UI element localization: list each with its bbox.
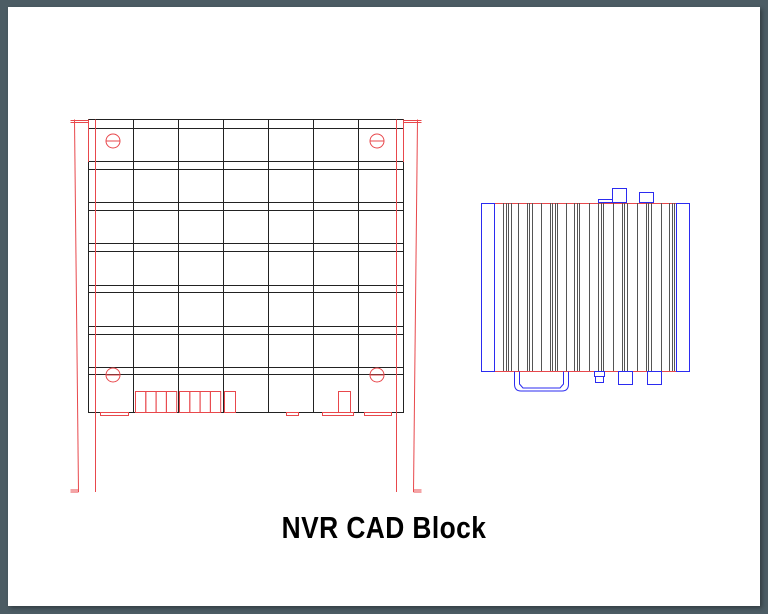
top-connector xyxy=(598,199,613,203)
foot-tab xyxy=(322,412,354,416)
left-rack-ear xyxy=(70,119,96,493)
right-rack-ear xyxy=(396,119,422,493)
port-connector xyxy=(199,391,211,413)
side-view xyxy=(481,188,690,392)
foot-tab xyxy=(100,412,129,416)
port-connector xyxy=(135,391,147,413)
bottom-connector xyxy=(594,371,605,377)
port-connector xyxy=(179,391,191,413)
bottom-handle xyxy=(514,371,569,392)
foot-tab xyxy=(286,412,299,416)
port-connector xyxy=(338,391,351,413)
bottom-connector xyxy=(595,376,604,383)
bottom-foot xyxy=(618,371,633,385)
port-connector xyxy=(155,391,167,413)
port-connector xyxy=(189,391,201,413)
port-connector xyxy=(209,391,222,413)
port-connector xyxy=(145,391,157,413)
rack-rail-outer xyxy=(74,119,79,493)
port-connector xyxy=(165,391,178,413)
drawing-title: NVR CAD Block xyxy=(281,510,487,545)
top-connector xyxy=(639,192,654,203)
port-connector xyxy=(224,391,236,413)
left-end-cap xyxy=(481,203,495,372)
front-view xyxy=(70,119,422,493)
right-end-cap xyxy=(676,203,690,372)
front-panel-outline xyxy=(88,119,404,413)
bottom-foot xyxy=(647,371,662,385)
top-connector xyxy=(612,188,627,203)
foot-tab xyxy=(364,412,392,416)
rack-rail-outer xyxy=(413,119,418,493)
